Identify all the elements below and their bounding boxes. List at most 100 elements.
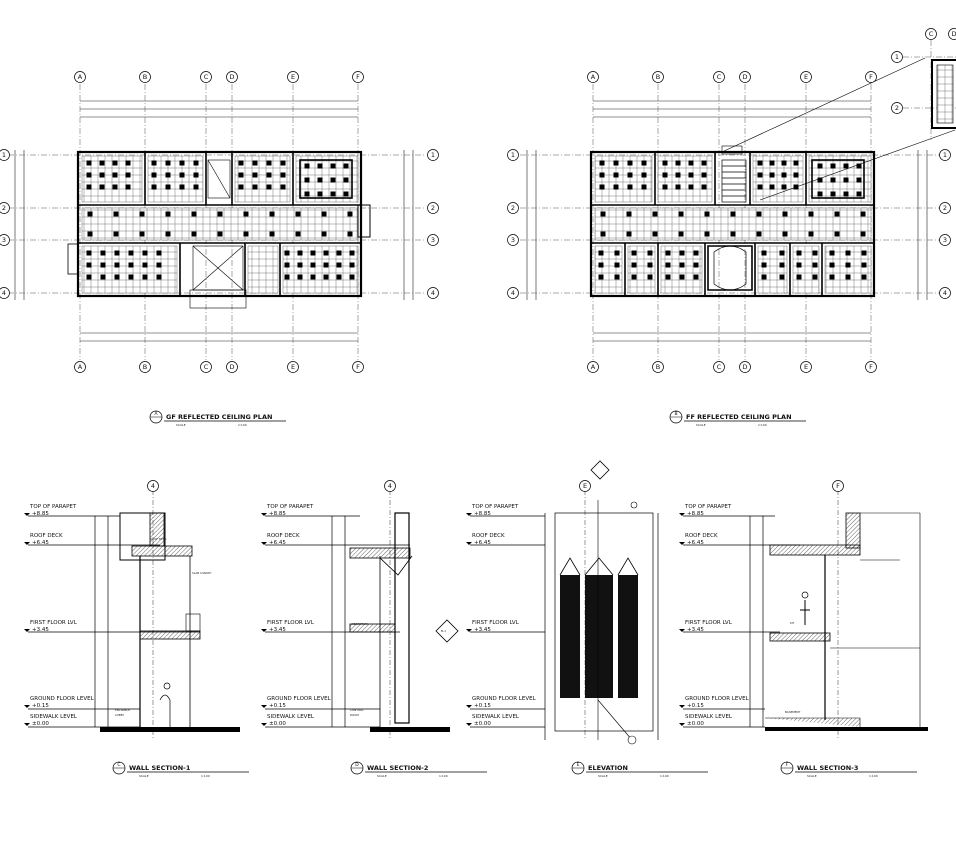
grid-bubble-col-b: B [653,72,664,83]
grid-bubble-col-c-label: C [717,73,722,81]
light-fixture [694,275,699,280]
light-fixture [350,263,355,268]
grid-bubble-col-b-label: B [143,73,147,81]
light-fixture [794,161,799,166]
level-name: GROUND FLOOR LEVEL [472,696,537,702]
detail-grid-row: 1 [892,52,903,63]
light-fixture [797,263,802,268]
light-fixture [192,212,197,217]
light-fixture [680,251,685,256]
light-fixture [140,232,145,237]
level-name: TOP OF PARAPET [684,504,732,510]
light-fixture [642,161,647,166]
light-fixture [113,173,118,178]
grid-bubble-row-1-label: 1 [943,151,947,159]
level-name: FIRST FLOOR LVL [30,620,78,626]
level-marker: TOP OF PARAPET+8.85 [261,504,314,517]
level-value: +8.85 [269,511,286,517]
grid-bubble-row-3-label: 3 [511,236,515,244]
section-title-3-scale-label: SCALE [598,774,608,778]
light-fixture [762,263,767,268]
light-fixture [601,232,606,237]
light-fixture [285,275,290,280]
grid-bubble-col-f-label: F [356,73,360,81]
wall-section-2: SECRETARY CONTROL ROOM B-1 [265,490,458,740]
light-fixture [166,185,171,190]
wall-section-3: KIT BASEMENT [683,490,928,740]
ff-plan-title-scale-label: SCALE [696,423,706,427]
light-fixture [783,232,788,237]
grid-bubble-col-c-label: C [204,363,209,371]
light-fixture [270,212,275,217]
grid-bubble-row-4-label: 4 [943,289,947,297]
light-fixture [705,212,710,217]
light-fixture [844,164,849,169]
light-fixture [88,212,93,217]
light-fixture [157,263,162,268]
light-fixture [680,275,685,280]
level-marker: SIDEWALK LEVEL±0.00 [466,714,520,727]
section-grid-tag: F [833,481,844,492]
section-title-4-scale-label: SCALE [807,774,817,778]
grid-bubble-row-3: 3 [428,235,439,246]
grid-bubble-col-f: F [353,72,364,83]
light-fixture [87,251,92,256]
light-fixture [782,185,787,190]
light-fixture [344,164,349,169]
light-fixture [244,232,249,237]
grid-bubble-col-b-label: B [656,73,660,81]
gf-ceiling-grid [82,156,358,293]
gf-plan-title-scale-label: SCALE [176,423,186,427]
light-fixture [285,263,290,268]
grid-bubble-row-2-label: 2 [431,204,435,212]
light-fixture [129,263,134,268]
ff-ceiling-grid [595,156,871,293]
grid-bubble-row-4-label: 4 [2,289,6,297]
light-fixture [702,173,707,178]
light-fixture [166,212,171,217]
grid-bubble-row-2: 2 [508,203,519,214]
light-fixture [831,192,836,197]
level-marker: ROOF DECK+6.45 [24,533,63,546]
light-fixture [770,161,775,166]
light-fixture [115,251,120,256]
level-marker: SIDEWALK LEVEL±0.00 [24,714,78,727]
light-fixture [318,178,323,183]
light-fixture [318,164,323,169]
light-fixture [331,164,336,169]
grid-bubble-row-1: 1 [940,150,951,161]
light-fixture [88,232,93,237]
light-fixture [809,232,814,237]
light-fixture [835,232,840,237]
section-title-4-scale-value: 1:100 [869,774,878,778]
light-fixture [253,185,258,190]
light-fixture [861,232,866,237]
light-fixture [862,275,867,280]
light-fixture [600,161,605,166]
section-title-2-text: WALL SECTION-2 [367,764,428,772]
light-fixture [632,263,637,268]
grid-bubble-row-3-label: 3 [943,236,947,244]
gf-entry-projection [358,205,370,237]
light-fixture [846,263,851,268]
gf-plan-title-scale-value: 1:100 [238,423,247,427]
light-fixture [831,178,836,183]
light-fixture [348,232,353,237]
light-fixture [152,161,157,166]
ff-plan-title-scale-value: 1:100 [758,423,767,427]
light-fixture [114,232,119,237]
grid-bubble-row-1: 1 [428,150,439,161]
light-fixture [702,161,707,166]
light-fixture [835,212,840,217]
grid-bubble-col-c-label: C [717,363,722,371]
light-fixture [194,161,199,166]
ff-plan-title-ref: B [674,411,677,417]
section-grid-tag: 4 [148,481,159,492]
light-fixture [305,192,310,197]
light-fixture [180,173,185,178]
level-marker: ROOF DECK+6.45 [261,533,300,546]
light-fixture [87,263,92,268]
